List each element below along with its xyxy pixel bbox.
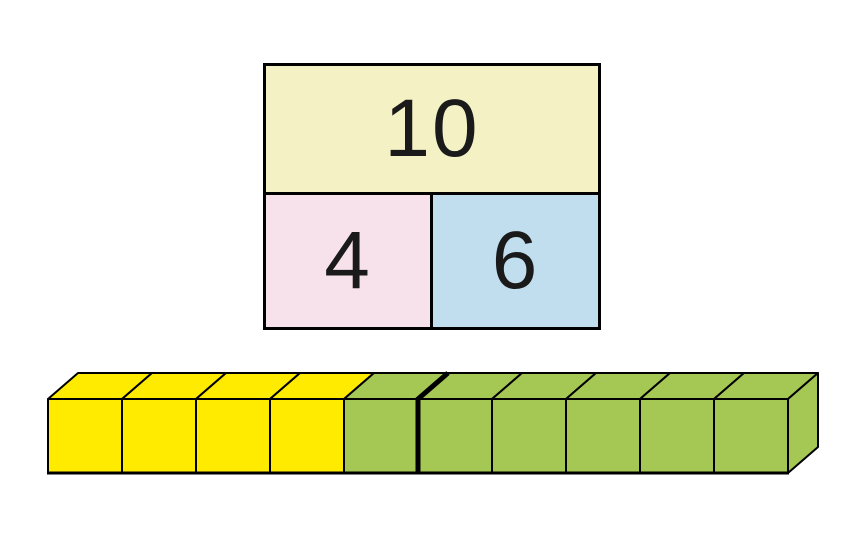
cube-7 <box>491 398 567 474</box>
cube-3 <box>195 398 271 474</box>
cube-9 <box>639 398 715 474</box>
part-whole-model: 10 4 6 <box>263 63 601 330</box>
cube-6 <box>417 398 493 474</box>
cube-2 <box>121 398 197 474</box>
cube-bar-midpoint-divider <box>415 371 450 473</box>
cube-5 <box>343 398 419 474</box>
whole-value: 10 <box>384 83 480 174</box>
whole-cell: 10 <box>266 66 598 195</box>
cube-10 <box>713 398 789 474</box>
part-cell-second: 6 <box>433 195 598 327</box>
cube-4 <box>269 398 345 474</box>
part-cell-first: 4 <box>266 195 433 327</box>
cube-1 <box>47 398 123 474</box>
parts-row: 4 6 <box>266 195 598 327</box>
cube-8 <box>565 398 641 474</box>
part-value-second: 6 <box>491 215 540 306</box>
part-value-first: 4 <box>324 215 372 306</box>
